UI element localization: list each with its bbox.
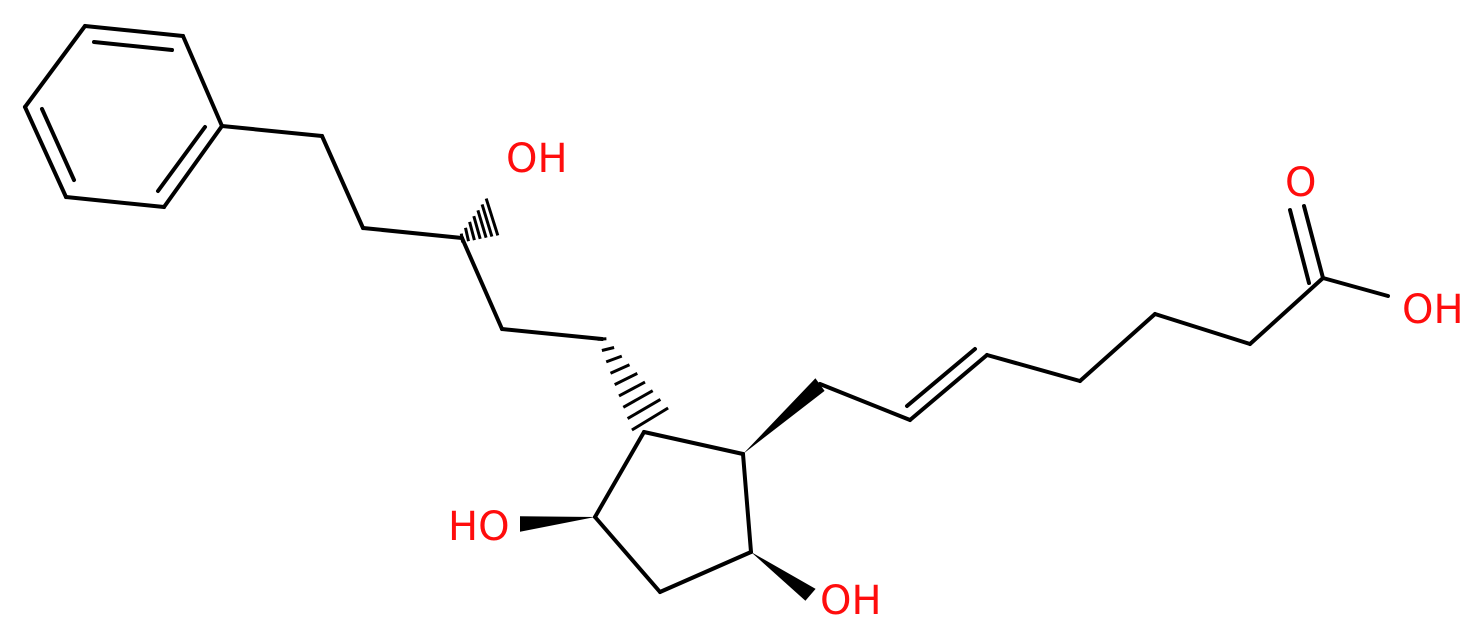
hashed-bond-ring-to-side-chain (597, 337, 669, 432)
acid-chain (818, 204, 1390, 422)
wedge-bond-ring-to-acid-chain (743, 378, 825, 454)
side-chain-hydroxyl-label: OH (506, 136, 568, 182)
ring-hydroxyl-left-label: HO (448, 504, 510, 550)
cyclopentane-ring (520, 378, 825, 601)
wedge-bond-left-oh (520, 516, 595, 532)
ring-hydroxyl-right-label: OH (820, 578, 882, 624)
carbonyl-oxygen-label: O (1285, 160, 1316, 206)
phenyl-ring (23, 24, 224, 209)
wedge-bond-right-oh (751, 552, 816, 601)
side-chain (220, 124, 669, 432)
acid-hydroxyl-label: OH (1402, 287, 1464, 333)
hashed-bond-side-chain-oh (459, 198, 500, 243)
